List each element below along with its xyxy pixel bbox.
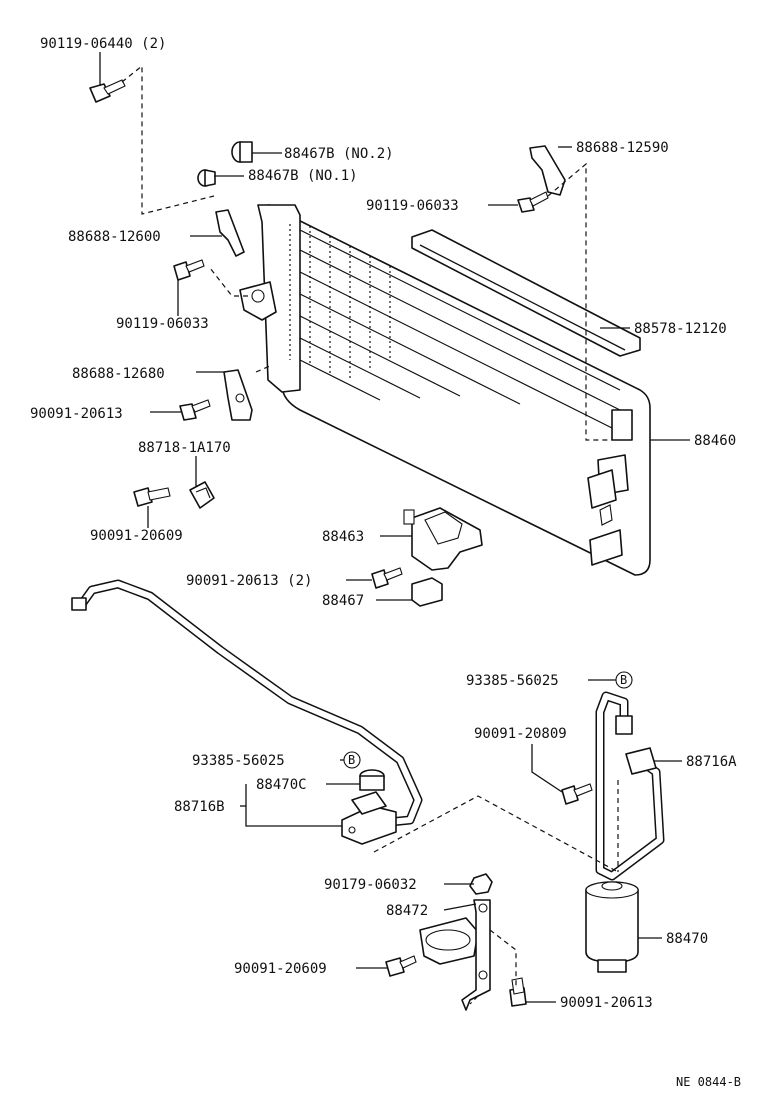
cushion-no1 — [197, 169, 216, 187]
label-bolt-left-upper: 90119-06033 — [116, 316, 209, 332]
seal-strip — [411, 229, 641, 357]
drawing-code: NE 0844-B — [676, 1075, 741, 1089]
bracket-left-upper — [215, 209, 245, 257]
label-receiver: 88470 — [666, 931, 708, 947]
bolt-left-upper — [173, 259, 205, 281]
label-oring-right: 93385-56025 — [466, 673, 559, 689]
label-plug: 88470C — [256, 777, 307, 793]
receiver — [585, 881, 639, 973]
label-cushion-no1: 88467B (NO.1) — [248, 168, 358, 184]
label-pipe-right: 88716A — [686, 754, 737, 770]
nut — [469, 873, 493, 895]
label-cushion-mid: 88467 — [322, 593, 364, 609]
label-condenser: 88460 — [694, 433, 736, 449]
bolt-clamp — [133, 487, 171, 507]
label-bolt-bracket-left: 90091-20609 — [234, 961, 327, 977]
bolt-bracket-right — [509, 977, 527, 1007]
label-receiver-bracket: 88472 — [386, 903, 428, 919]
label-bolt-top: 90119-06440 (2) — [40, 36, 166, 52]
label-bolt-clamp: 90091-20609 — [90, 528, 183, 544]
ref-b-left-text: B — [348, 753, 355, 767]
pipe-left — [71, 579, 423, 827]
condenser-fins — [289, 224, 621, 433]
condenser-left-mount — [239, 281, 277, 321]
label-clamp: 88718-1A170 — [138, 440, 231, 456]
clamp — [189, 481, 215, 509]
leader-lines — [99, 52, 690, 1003]
label-bracket-left-lower: 88688-12680 — [72, 366, 165, 382]
bolt-left-lower — [179, 399, 211, 421]
cushion-mid — [411, 577, 443, 607]
dashed-guides — [121, 64, 619, 1005]
bracket-left-lower — [223, 369, 253, 421]
label-nut: 90179-06032 — [324, 877, 417, 893]
receiver-bracket — [419, 899, 491, 1011]
bolt-right-upper — [517, 191, 549, 213]
ref-b-right: B — [615, 671, 633, 689]
label-bolt-bracket-right: 90091-20613 — [560, 995, 653, 1011]
bracket-mid — [403, 507, 483, 571]
bolt-mid — [371, 567, 403, 589]
part-labels: 90119-06440 (2) 88467B (NO.2) 88467B (NO… — [30, 36, 741, 1089]
bracket-right-top — [529, 145, 566, 196]
label-seal: 88578-12120 — [634, 321, 727, 337]
label-bolt-mid: 90091-20613 (2) — [186, 573, 312, 589]
label-bracket-mid: 88463 — [322, 529, 364, 545]
label-bracket-left-upper: 88688-12600 — [68, 229, 161, 245]
plug — [359, 769, 385, 791]
bolt-pipe-right — [561, 783, 593, 805]
label-bolt-pipe-right: 90091-20809 — [474, 726, 567, 742]
pipe-right — [595, 691, 665, 881]
bolt-bracket-left — [385, 955, 417, 977]
label-bolt-right-upper: 90119-06033 — [366, 198, 459, 214]
condenser — [257, 204, 651, 576]
ref-b-right-text: B — [620, 673, 627, 687]
label-bolt-left-lower: 90091-20613 — [30, 406, 123, 422]
fitting-left — [341, 791, 397, 845]
label-pipe-left: 88716B — [174, 799, 225, 815]
ref-b-left: B — [343, 751, 361, 769]
cushion-no2 — [231, 141, 253, 163]
label-bracket-right: 88688-12590 — [576, 140, 669, 156]
bolt-top — [89, 79, 126, 103]
label-oring-left: 93385-56025 — [192, 753, 285, 769]
label-cushion-no2: 88467B (NO.2) — [284, 146, 394, 162]
